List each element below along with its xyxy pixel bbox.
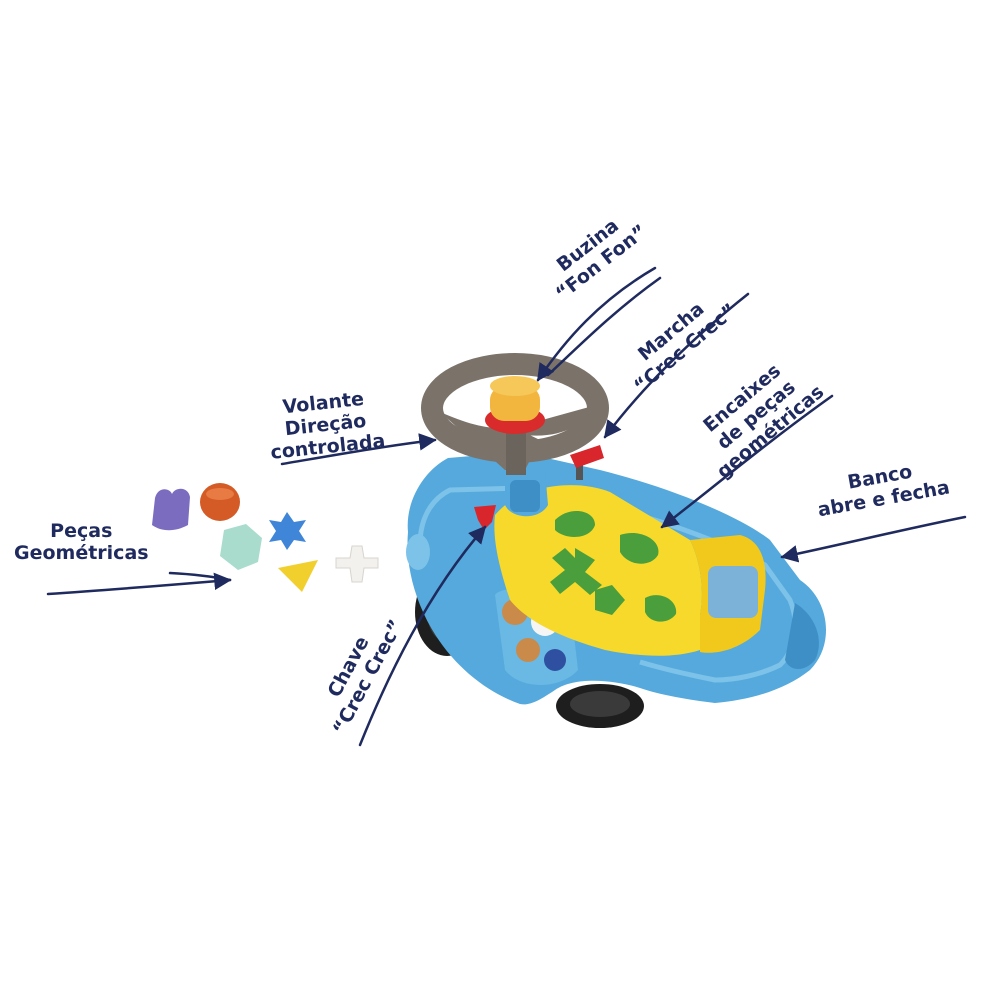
callout-pecas-line1: Peças (50, 520, 113, 542)
arrow-icon (603, 292, 750, 439)
hexagon-shape-icon (220, 524, 262, 570)
arrow-icon (660, 394, 834, 529)
arrow-icon (546, 276, 662, 377)
key-icon (474, 505, 496, 530)
callout-pecas-line2: Geométricas (14, 542, 149, 564)
geometric-pieces (152, 483, 379, 592)
star-shape-icon (269, 512, 306, 550)
gear-lever-icon (570, 445, 604, 480)
horn-button-icon (485, 376, 545, 434)
triangle-shape-icon (278, 560, 318, 592)
arrow-icon (358, 525, 487, 747)
arrow-icon (280, 433, 437, 466)
callout-arrows (46, 266, 967, 747)
arrow-icon (168, 571, 232, 582)
arrow-icon (536, 266, 657, 382)
arrow-icon (46, 572, 232, 596)
heart-shape-icon (152, 488, 190, 531)
arrow-icon (780, 515, 967, 563)
callout-volante: Volante Direção controlada (265, 386, 386, 464)
callout-pecas: Peças Geométricas (14, 520, 149, 564)
seat-holes (550, 510, 677, 622)
cross-shape-icon (335, 545, 379, 583)
